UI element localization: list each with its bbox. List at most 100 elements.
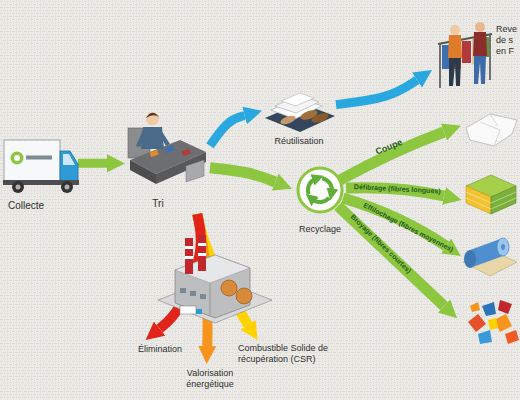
node-label: Valorisation énergétique (177, 368, 243, 390)
incineration-plant (200, 294, 206, 299)
second-hand-shop (450, 25, 460, 35)
node-label: Collecte (8, 200, 64, 212)
sorting-station (130, 160, 156, 184)
insulation-roll-product (501, 244, 505, 250)
incineration-plant (185, 238, 193, 274)
collection-truck (61, 181, 73, 193)
collection-node: Collecte (2, 136, 78, 214)
incineration-plant (221, 280, 237, 296)
energy-recovery-node: Valorisation énergétique (177, 364, 243, 396)
flow-arrow (210, 168, 275, 182)
rags-product (466, 114, 517, 146)
incineration-plant (198, 235, 206, 271)
short-fibre-product (468, 300, 519, 344)
solid-fuel-node: Combustible Solide de récupération (CSR) (238, 340, 336, 368)
second-hand-shop (475, 22, 485, 32)
sorting-station (156, 152, 206, 184)
process-label: Défibrage (fibres longues) (354, 183, 441, 195)
sorting-station (146, 113, 159, 118)
short-fibre-product (482, 302, 496, 316)
short-fibre-product (468, 314, 486, 332)
incineration-plant (210, 283, 211, 316)
flow-arrow (336, 80, 417, 105)
insulation-roll-product (464, 250, 476, 268)
recycling-node: Recyclage (292, 165, 348, 237)
sorting-station (136, 130, 146, 147)
incineration-plant (180, 306, 196, 314)
reuse-illustration (265, 93, 335, 132)
node-label: Reve de s en F (496, 24, 520, 56)
recycling-branch-arrows (340, 132, 444, 180)
sorting-station (128, 113, 206, 185)
recycling-symbol (298, 168, 342, 212)
collection-truck (26, 156, 52, 160)
short-fibre-product (498, 300, 512, 314)
short-fibre-product (470, 302, 480, 312)
incineration-plant (198, 243, 206, 246)
recycling-symbol (312, 198, 329, 202)
rags-product (466, 114, 517, 146)
incineration-plant (180, 288, 186, 293)
incineration-plant (185, 256, 193, 259)
process-label: Effilochage (fibres moyennes) (362, 201, 454, 253)
sorting-node: Tri (125, 104, 210, 214)
long-fibre-product (466, 186, 491, 214)
insulation-roll-product (463, 238, 517, 276)
collection-truck (11, 152, 24, 165)
flow-arrow (210, 116, 245, 146)
collection-truck (16, 185, 21, 190)
reuse-illustration (281, 93, 314, 106)
short-fibre-product (478, 330, 492, 344)
node-label: Recyclage (292, 224, 348, 235)
second-hand-shop (462, 41, 471, 63)
rags-product (480, 114, 500, 146)
second-hand-shop (449, 58, 461, 86)
node-label: Réutilisation (262, 136, 336, 147)
node-label: Combustible Solide de récupération (CSR) (238, 343, 336, 365)
sorting-station (182, 149, 191, 157)
sorting-station (150, 150, 159, 158)
node-label: Tri (143, 198, 173, 210)
reuse-node: Réutilisation (262, 86, 336, 148)
sorting-station (165, 145, 175, 153)
collection-truck (3, 140, 79, 193)
collection-truck (63, 154, 75, 165)
second-hand-shop (438, 22, 492, 88)
recycling-symbol (308, 179, 316, 194)
long-fibre-product (491, 186, 516, 214)
reuse-illustration (310, 111, 330, 125)
process-label: Coupe (374, 138, 403, 157)
incineration-plant (185, 246, 193, 249)
incineration-plant (198, 253, 206, 256)
connector-layer (78, 80, 417, 346)
second-hand-shop (474, 56, 486, 84)
insulation-roll-product (497, 238, 509, 256)
sorting-station (146, 113, 159, 126)
disposal-node: Élimination (124, 340, 196, 356)
collection-truck (4, 140, 60, 182)
incineration-plant (158, 235, 272, 323)
recycling-symbol (298, 168, 342, 212)
sorting-station (186, 160, 204, 182)
long-fibre-product (466, 175, 516, 214)
flow-arrow (78, 159, 107, 168)
second-hand-shop (473, 32, 487, 56)
recycling-symbol (322, 178, 332, 192)
short-fibre-product (488, 318, 498, 330)
collection-truck (60, 151, 78, 182)
node-label: Élimination (124, 344, 196, 355)
sorting-station (159, 130, 170, 146)
collection-truck (14, 155, 20, 161)
sorting-station (141, 127, 164, 149)
resale-node: Reve de s en F (432, 22, 520, 96)
collection-truck (12, 181, 24, 193)
incineration-plant (236, 288, 252, 304)
collection-truck (65, 185, 70, 190)
second-hand-shop (448, 35, 462, 58)
incineration-plant (196, 309, 202, 314)
